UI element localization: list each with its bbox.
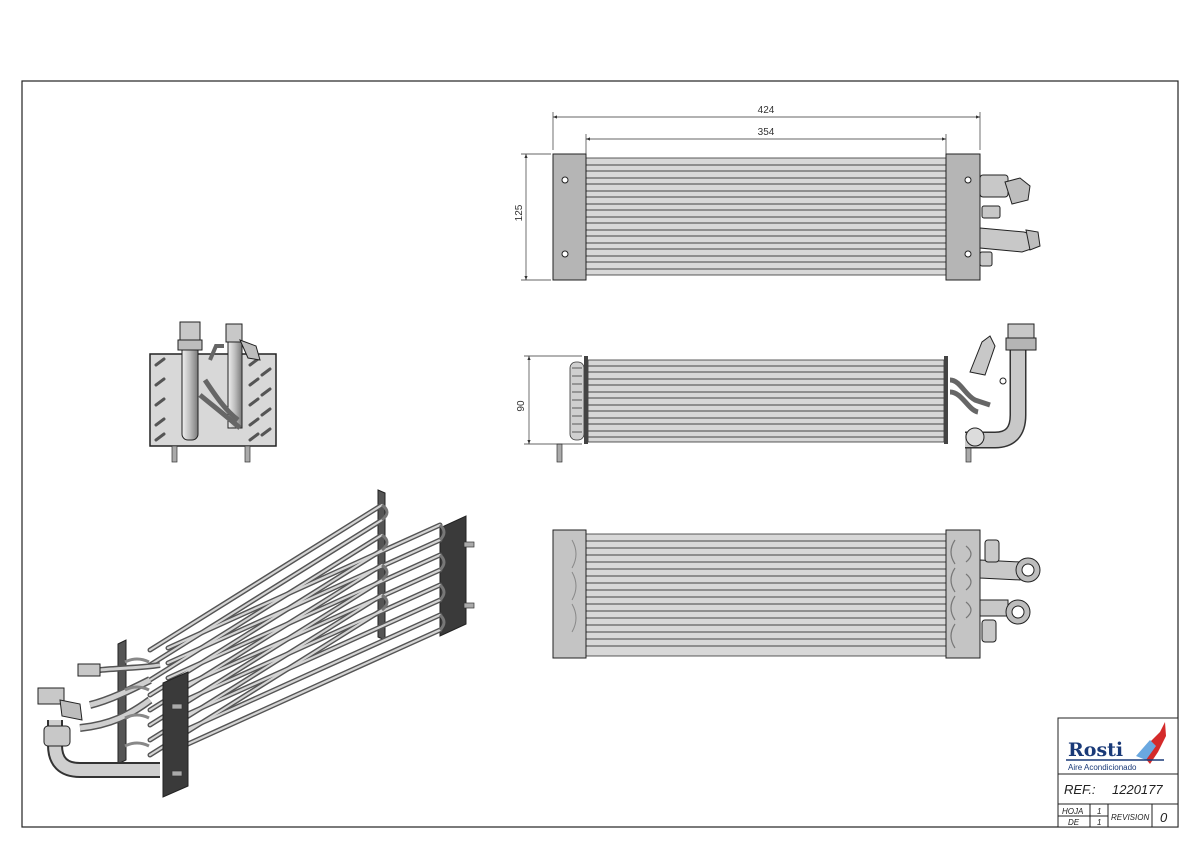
mounting-stud [556, 443, 563, 463]
dim-tube-length-text: 354 [758, 127, 775, 138]
iso-stud [171, 703, 183, 710]
iso-near-bracket [162, 671, 189, 798]
isometric-view [37, 489, 475, 798]
right-end-plate [945, 153, 981, 281]
iso-stud [171, 770, 183, 777]
title-block: Rosti Aire Acondicionado REF.: 1220177 H… [1057, 717, 1179, 828]
de-label: DE [1068, 818, 1080, 827]
logo-text: Rosti [1068, 739, 1123, 761]
front-view-fittings [949, 323, 1037, 449]
dim-depth [524, 355, 582, 445]
left-end-plate [552, 153, 587, 281]
side-view-fittings [177, 321, 261, 441]
dim-tube-length [585, 134, 947, 154]
return-bends-left [569, 361, 585, 441]
revision-value: 0 [1160, 810, 1168, 825]
top-view-fittings [979, 174, 1041, 267]
side-view [149, 321, 277, 463]
bottom-view [552, 529, 1041, 659]
iso-return-bends [381, 503, 446, 632]
iso-tubes [147, 502, 443, 758]
mounting-hole [964, 250, 972, 258]
side-stud [244, 445, 251, 463]
bottom-right-plate [945, 529, 981, 659]
hoja-label: HOJA [1062, 807, 1083, 816]
top-view-tubes [585, 157, 947, 276]
brand-logo: Rosti Aire Acondicionado [1066, 722, 1166, 772]
iso-stud [463, 541, 475, 548]
dim-overall-length-text: 424 [758, 105, 775, 116]
mounting-hole [561, 176, 569, 184]
ref-label: REF.: [1064, 782, 1096, 797]
front-right-plate [944, 356, 948, 444]
dim-height-text: 125 [514, 204, 525, 221]
front-view: 90 [516, 323, 1037, 463]
logo-subtitle: Aire Acondicionado [1068, 763, 1137, 772]
dim-overall-length [552, 112, 981, 150]
hoja-value: 1 [1097, 807, 1101, 816]
front-left-plate [584, 356, 588, 444]
mounting-hole [964, 176, 972, 184]
iso-fittings [37, 657, 161, 778]
top-view: 424 354 125 [514, 105, 1041, 281]
dim-depth-text: 90 [516, 400, 527, 412]
revision-label: REVISION [1111, 813, 1149, 822]
mounting-hole [561, 250, 569, 258]
bottom-view-fittings [979, 539, 1041, 643]
dim-height [521, 153, 551, 281]
ref-value: 1220177 [1112, 782, 1163, 797]
sheet-border [21, 80, 1179, 828]
iso-stud [463, 602, 475, 609]
side-stud [171, 445, 178, 463]
bottom-left-plate [552, 529, 587, 659]
de-value: 1 [1097, 818, 1101, 827]
